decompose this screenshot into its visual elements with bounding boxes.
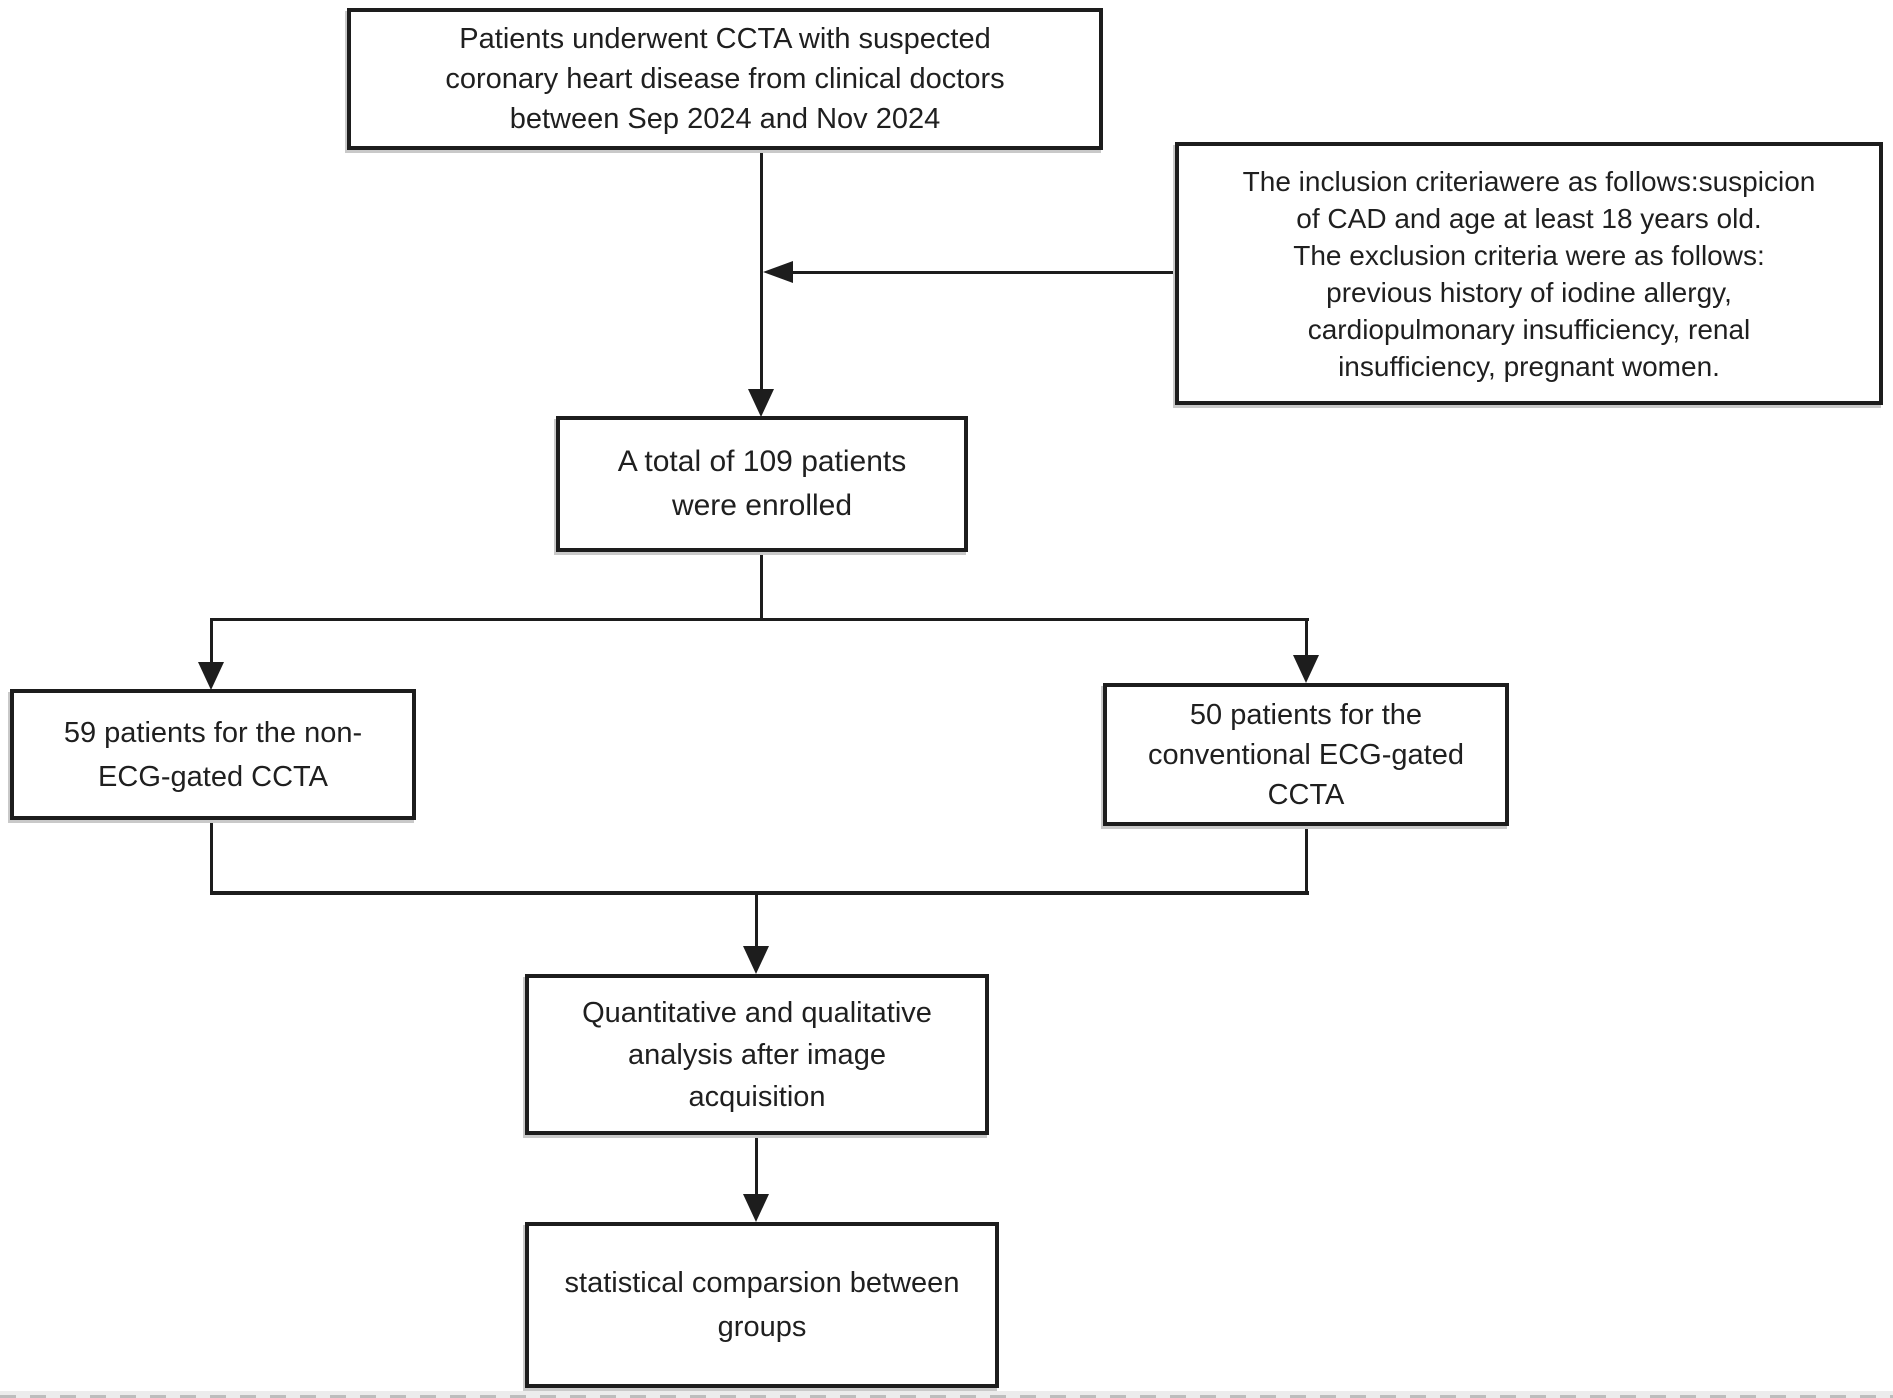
connector-merge-to-analysis: [755, 894, 758, 948]
flow-node-non-ecg-gated-group: 59 patients for the non- ECG-gated CCTA: [10, 689, 416, 820]
arrowhead-down-icon: [748, 389, 774, 417]
flow-node-image-analysis: Quantitative and qualitative analysis af…: [525, 974, 989, 1135]
scan-artifact-strip: [0, 1391, 1893, 1398]
flow-node-enrolled-total: A total of 109 patients were enrolled: [556, 416, 968, 552]
connector-enrolled-down: [760, 550, 763, 620]
connector-ecg-down: [1305, 824, 1308, 894]
arrowhead-down-icon: [743, 946, 769, 974]
arrowhead-down-icon: [1293, 655, 1319, 683]
connector-nonecg-down: [210, 818, 213, 894]
flow-node-inclusion-exclusion-criteria: The inclusion criteriawere as follows:su…: [1175, 142, 1883, 405]
connector-branch-horizontal: [210, 618, 1309, 621]
flow-node-recruitment: Patients underwent CCTA with suspected c…: [347, 8, 1103, 150]
arrowhead-left-icon: [763, 261, 793, 283]
arrowhead-down-icon: [743, 1194, 769, 1222]
connector-criteria-to-spine: [779, 271, 1176, 274]
connector-recruitment-to-enrolled: [760, 150, 763, 400]
connector-analysis-to-statistics: [755, 1133, 758, 1195]
flow-node-statistical-comparison: statistical comparsion between groups: [525, 1222, 999, 1388]
arrowhead-down-icon: [198, 662, 224, 690]
connector-branch-to-nonecg: [210, 618, 213, 663]
connector-merge-horizontal: [210, 891, 1309, 895]
flow-node-ecg-gated-group: 50 patients for the conventional ECG-gat…: [1103, 683, 1509, 826]
connector-branch-to-ecg: [1305, 618, 1308, 656]
